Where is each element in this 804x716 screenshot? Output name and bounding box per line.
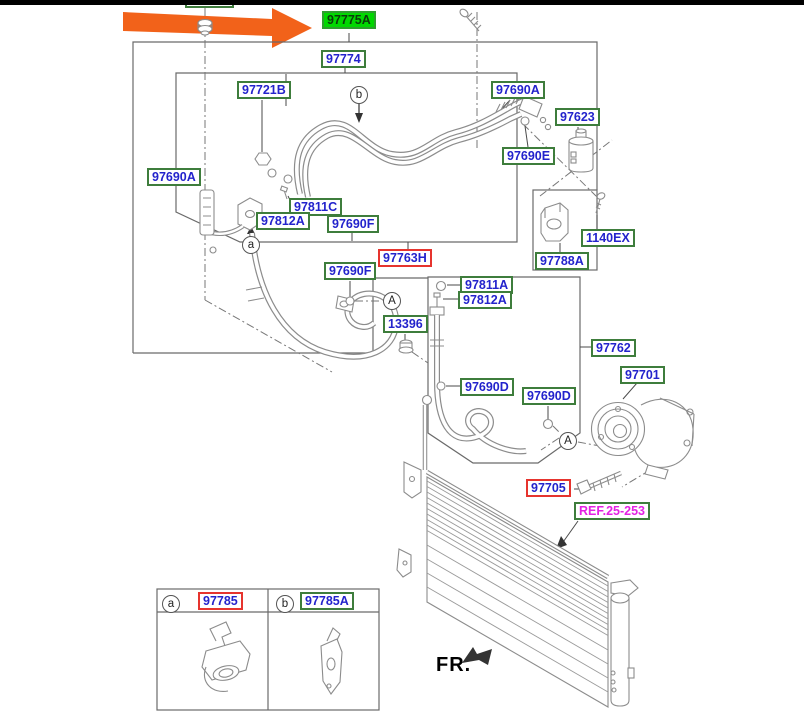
- part-label-97788a[interactable]: 97788A: [535, 252, 589, 270]
- compressor-bolt-drawing: [576, 470, 622, 495]
- front-direction-arrow: [462, 647, 492, 665]
- legend-marker-a: a: [162, 595, 180, 613]
- part-label-97785[interactable]: 97785: [198, 592, 243, 610]
- part-label-97762[interactable]: 97762: [591, 339, 636, 357]
- part-label-97785a[interactable]: 97785A: [300, 592, 354, 610]
- mounting-screw-icon: [595, 192, 606, 214]
- part-label-97775a-highlighted[interactable]: 97775A: [322, 11, 376, 29]
- compressor-drawing: [590, 397, 695, 480]
- part-label-13396[interactable]: 13396: [383, 315, 428, 333]
- part-label-97690a-left[interactable]: 97690A: [147, 168, 201, 186]
- part-label-97690d-left[interactable]: 97690D: [460, 378, 514, 396]
- top-screw-icon: [459, 8, 482, 32]
- part-label-97690e[interactable]: 97690E: [502, 147, 556, 165]
- reference-label-condenser[interactable]: REF.25-253: [574, 502, 651, 520]
- bracket-drawing: [540, 202, 569, 242]
- part-label-97701[interactable]: 97701: [620, 366, 665, 384]
- callout-marker-a: a: [242, 236, 260, 254]
- part-label-97811c[interactable]: 97811C: [289, 198, 343, 216]
- part-label-97690f-lower[interactable]: 97690F: [324, 262, 377, 280]
- suction-hose-drawing: [245, 232, 400, 360]
- part-label-97812a-upper[interactable]: 97812A: [256, 212, 310, 230]
- part-label-97763h[interactable]: 97763H: [378, 249, 432, 267]
- centerlines: [204, 8, 651, 488]
- legend-marker-b: b: [276, 595, 294, 613]
- top-border-bar: [0, 0, 804, 5]
- callout-marker-A-lower: A: [559, 432, 577, 450]
- part-label-97690d-right[interactable]: 97690D: [522, 387, 576, 405]
- legend-clip-b-drawing: [320, 627, 343, 695]
- part-label-97721b[interactable]: 97721B: [237, 81, 291, 99]
- part-label-97774[interactable]: 97774: [321, 50, 366, 68]
- front-indicator-label: FR.: [436, 654, 472, 676]
- callout-marker-A-mid: A: [383, 292, 401, 310]
- part-label-97623[interactable]: 97623: [555, 108, 600, 126]
- legend-clip-a-drawing: [201, 621, 251, 692]
- part-label-97812a-lower[interactable]: 97812A: [458, 291, 512, 309]
- part-label-97690a-right[interactable]: 97690A: [491, 81, 545, 99]
- part-label-97705[interactable]: 97705: [526, 479, 571, 497]
- discharge-hose-drawing: [398, 280, 554, 455]
- highlight-pointer-arrow: [123, 8, 312, 48]
- part-label-97690f-upper[interactable]: 97690F: [327, 215, 380, 233]
- top-nut-icon: [197, 18, 213, 36]
- receiver-drier-drawing: [568, 128, 594, 173]
- callout-marker-b: b: [350, 86, 368, 104]
- cooler-line-tube-assembly-drawing: [199, 95, 552, 254]
- part-label-1140ex[interactable]: 1140EX: [581, 229, 635, 247]
